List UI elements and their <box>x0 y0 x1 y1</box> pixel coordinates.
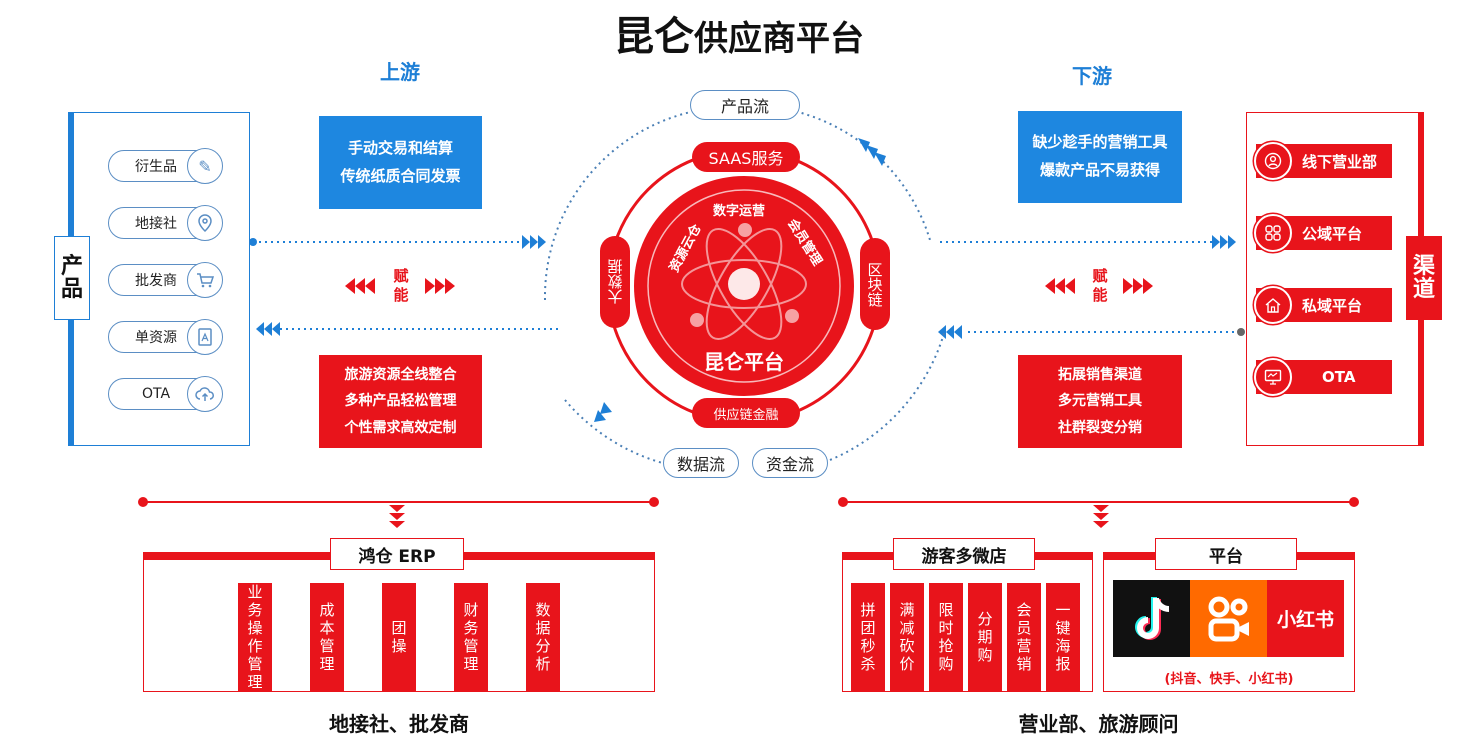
downstream-heading: 下游 <box>1072 64 1112 88</box>
location-icon <box>187 205 223 241</box>
shop-section <box>842 560 1093 692</box>
product-item-label: 衍生品 <box>135 159 177 175</box>
channel-label-text: 线下营业部 <box>1302 152 1378 171</box>
chevron-left-icon <box>256 322 280 336</box>
product-item-local-agency[interactable]: 地接社 <box>108 205 223 241</box>
chevron-right-icon <box>1212 235 1236 249</box>
douyin-logo-icon[interactable] <box>1113 580 1190 657</box>
shop-label: 游客多微店 <box>893 538 1035 570</box>
upstream-solution: 旅游资源全线整合 <box>344 366 457 383</box>
platform-name: 昆仑平台 <box>704 350 784 374</box>
title-rest: 供应商平台 <box>694 19 864 59</box>
kuaishou-logo-icon[interactable] <box>1190 580 1267 657</box>
xiaohongshu-logo[interactable]: 小红书 <box>1267 580 1344 657</box>
orbit-arrow-icon <box>594 138 886 422</box>
product-item-single-resource[interactable]: 单资源 <box>108 319 223 355</box>
erp-caption: 地接社、批发商 <box>329 712 469 736</box>
document-icon <box>187 319 223 355</box>
platform-caption: (抖音、快手、小红书) <box>1164 672 1294 687</box>
downstream-problem: 爆款产品不易获得 <box>1039 161 1160 179</box>
grid-icon <box>1254 214 1292 252</box>
erp-item: 数据分析 <box>526 583 560 691</box>
home-icon <box>1254 286 1292 324</box>
chevron-right-icon <box>522 235 546 249</box>
data-flow-pill: 数据流 <box>663 448 739 478</box>
platform-label: 平台 <box>1155 538 1297 570</box>
channel-label-text: OTA <box>1322 368 1356 386</box>
monitor-icon <box>1254 358 1292 396</box>
product-item-ota[interactable]: OTA <box>108 376 223 412</box>
saas-service-tag: SAAS服务 <box>692 142 800 172</box>
product-item-label: 地接社 <box>135 216 177 232</box>
channel-label: 渠道 <box>1406 236 1442 320</box>
title-bold: 昆仑 <box>614 14 694 60</box>
shop-item: 一键海报 <box>1046 583 1080 691</box>
chevron-left-icon <box>938 325 962 339</box>
downstream-caption: 营业部、旅游顾问 <box>1018 712 1179 736</box>
person-icon <box>1254 142 1292 180</box>
downstream-problem: 缺少趁手的营销工具 <box>1032 133 1168 152</box>
empower-label-right: 赋能 <box>1092 267 1108 304</box>
erp-item: 团操 <box>382 583 416 691</box>
shop-item: 满减砍价 <box>890 583 924 691</box>
chevron-down-icon <box>1093 505 1109 528</box>
platform-section <box>1103 560 1355 692</box>
downstream-solution: 社群裂变分销 <box>1058 419 1142 436</box>
page-title: 昆仑供应商平台 <box>0 4 1478 62</box>
empower-label-left: 赋能 <box>393 267 409 304</box>
upstream-solutions-box: 旅游资源全线整合 多种产品轻松管理 个性需求高效定制 <box>319 355 482 448</box>
product-label: 产品 <box>54 236 90 320</box>
channel-private-platform[interactable]: 私域平台 <box>1254 286 1392 324</box>
product-item-label: 单资源 <box>135 330 177 346</box>
product-item-derivatives[interactable]: 衍生品 ✎ <box>108 148 223 184</box>
chevron-down-icon <box>389 505 405 528</box>
product-item-wholesaler[interactable]: 批发商 <box>108 262 223 298</box>
shop-item: 会员营销 <box>1007 583 1041 691</box>
supply-chain-finance-tag: 供应链金融 <box>692 398 800 428</box>
upstream-problem: 传统纸质合同发票 <box>340 166 461 185</box>
shop-item: 分期购 <box>968 583 1002 691</box>
channel-label-text: 公域平台 <box>1302 224 1363 243</box>
line-endpoint-dot <box>1237 328 1245 336</box>
channel-label-text: 私域平台 <box>1302 296 1363 315</box>
empower-right-arrows <box>1045 278 1153 294</box>
erp-section <box>143 560 655 692</box>
product-flow-pill: 产品流 <box>690 90 800 120</box>
erp-label: 鸿仓 ERP <box>330 538 464 570</box>
upstream-problem: 手动交易和结算 <box>347 138 453 157</box>
ring-digital-ops: 数字运营 <box>713 204 766 219</box>
downstream-solution: 多元营销工具 <box>1058 393 1142 410</box>
shop-item: 限时抢购 <box>929 583 963 691</box>
shop-item: 拼团秒杀 <box>851 583 885 691</box>
downstream-solution: 拓展销售渠道 <box>1058 366 1142 383</box>
upstream-solution: 个性需求高效定制 <box>344 419 457 436</box>
cart-icon <box>187 262 223 298</box>
upstream-solution: 多种产品轻松管理 <box>344 393 457 410</box>
product-item-label: OTA <box>141 386 171 402</box>
cloud-upload-icon <box>187 376 223 412</box>
channel-offline-store[interactable]: 线下营业部 <box>1254 142 1392 180</box>
pencil-icon: ✎ <box>187 148 223 184</box>
erp-item: 财务管理 <box>454 583 488 691</box>
channel-ota[interactable]: OTA <box>1254 358 1392 396</box>
line-endpoint-dot <box>249 238 257 246</box>
erp-item: 业务操作管理 <box>238 583 272 691</box>
upstream-heading: 上游 <box>380 60 420 84</box>
fund-flow-pill: 资金流 <box>752 448 828 478</box>
downstream-solutions-box: 拓展销售渠道 多元营销工具 社群裂变分销 <box>1018 355 1182 448</box>
downstream-problems-box: 缺少趁手的营销工具 爆款产品不易获得 <box>1018 111 1182 203</box>
big-data-tag: 大数据 <box>600 236 630 328</box>
empower-left-arrows <box>345 278 455 294</box>
blockchain-tag: 区块链 <box>860 238 890 330</box>
product-item-label: 批发商 <box>135 273 177 289</box>
upstream-problems-box: 手动交易和结算 传统纸质合同发票 <box>319 116 482 209</box>
channel-public-platform[interactable]: 公域平台 <box>1254 214 1392 252</box>
atom-icon <box>681 227 807 341</box>
erp-item: 成本管理 <box>310 583 344 691</box>
